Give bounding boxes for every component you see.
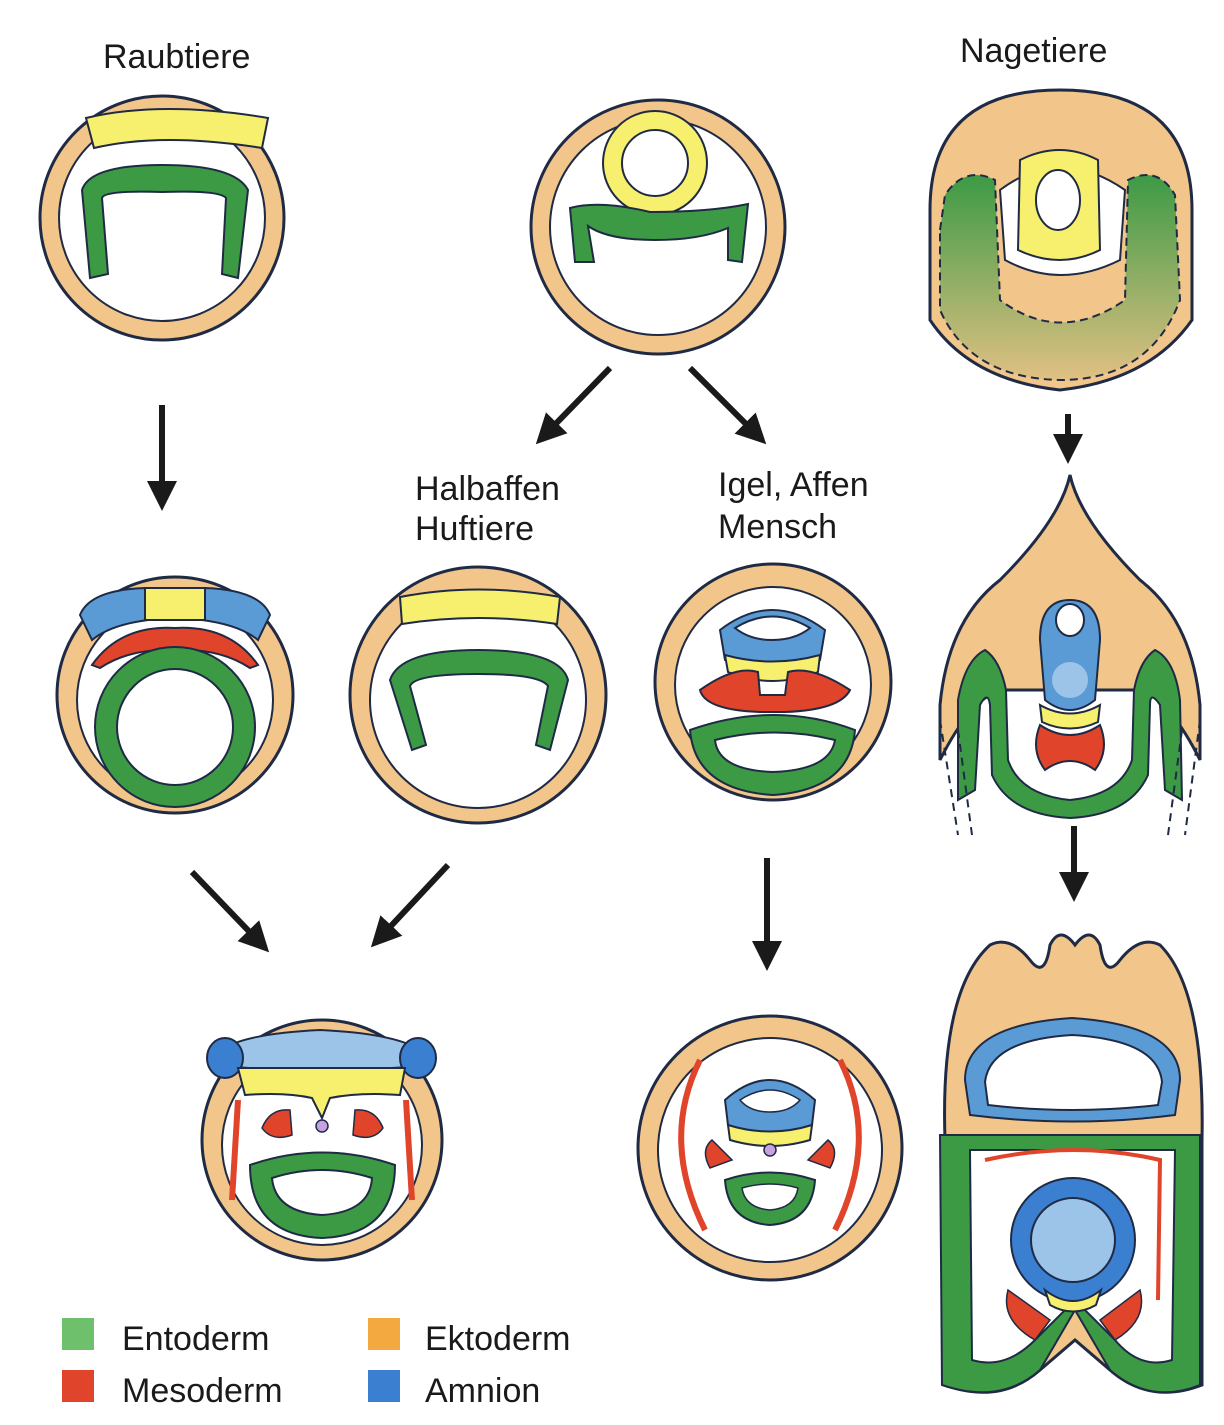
arrows (147, 365, 1089, 971)
legend: Entoderm Mesoderm Ektoderm Amnion (62, 1318, 571, 1410)
embryo-center-stage1 (529, 98, 787, 356)
legend-label-mesoderm: Mesoderm (122, 1372, 283, 1410)
embryo-halbaffen-stage2 (348, 565, 608, 825)
arrow-diag-right (687, 365, 767, 445)
embryo-raubtiere-stage1 (38, 94, 286, 342)
legend-swatch-entoderm (62, 1318, 94, 1350)
label-huftiere: Huftiere (415, 510, 534, 548)
legend-swatch-amnion (368, 1370, 400, 1402)
embryo-bottom-right-final (938, 933, 1204, 1394)
embryo-raubtiere-stage2 (55, 575, 295, 815)
embryo-nagetiere-stage1 (928, 88, 1194, 392)
arrow-diag-to-bottom-left (189, 869, 270, 953)
legend-label-entoderm: Entoderm (122, 1320, 269, 1358)
embryo-bottom-left-final (200, 1018, 444, 1262)
embryo-bottom-middle-final (636, 1014, 904, 1282)
label-mensch: Mensch (718, 508, 837, 546)
legend-label-amnion: Amnion (425, 1372, 540, 1410)
legend-label-ektoderm: Ektoderm (425, 1320, 571, 1358)
label-nagetiere: Nagetiere (960, 32, 1107, 70)
arrow-diag-left (535, 365, 613, 445)
embryo-nagetiere-stage2 (938, 474, 1202, 836)
legend-swatch-ektoderm (368, 1318, 400, 1350)
label-halbaffen: Halbaffen (415, 470, 560, 508)
embryo-igel-stage2 (653, 562, 893, 802)
label-raubtiere: Raubtiere (103, 38, 250, 76)
label-igel-affen: Igel, Affen (718, 466, 869, 504)
arrow-diag-to-bottom-left-2 (370, 862, 451, 948)
legend-swatch-mesoderm (62, 1370, 94, 1402)
